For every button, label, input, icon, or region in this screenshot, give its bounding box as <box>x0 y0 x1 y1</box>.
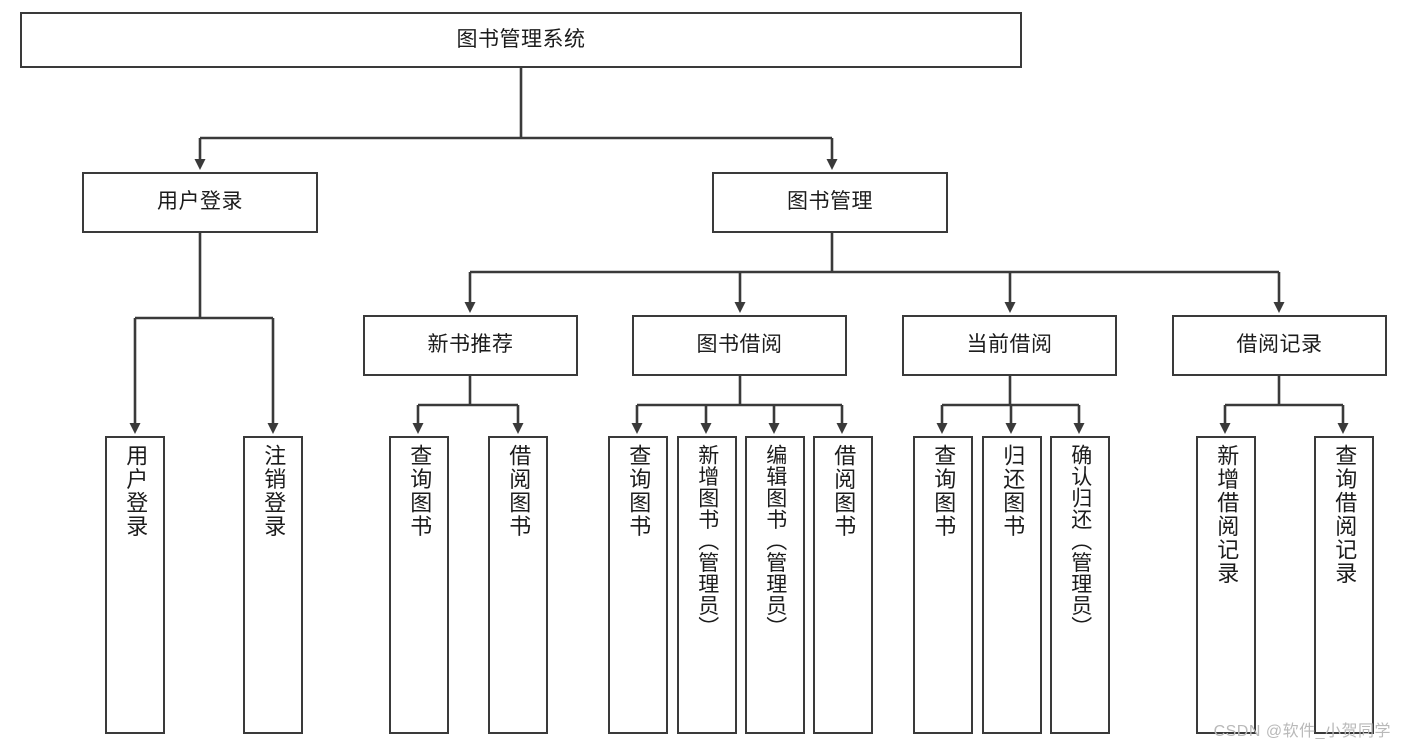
node-label: 新书推荐 <box>427 333 514 357</box>
node-borrow-records[interactable]: 借阅记录 <box>1172 315 1387 376</box>
node-book-borrow[interactable]: 图书借阅 <box>632 315 847 376</box>
leaf-query-book-recommend[interactable]: 查询图书 <box>389 436 449 734</box>
leaf-add-borrow-record[interactable]: 新增借阅记录 <box>1196 436 1256 734</box>
leaf-query-book-borrow[interactable]: 查询图书 <box>608 436 668 734</box>
node-label: 编辑图书（管理员） <box>763 444 787 638</box>
node-label: 图书管理系统 <box>456 27 586 51</box>
node-label: 图书管理 <box>787 190 873 214</box>
node-label: 归还图书 <box>1000 444 1026 538</box>
node-label: 借阅图书 <box>831 444 857 538</box>
node-label: 查询图书 <box>407 444 433 538</box>
node-label: 新增借阅记录 <box>1214 444 1240 585</box>
node-label: 查询图书 <box>931 444 957 538</box>
node-label: 确认归还（管理员） <box>1068 444 1092 638</box>
node-label: 当前借阅 <box>966 333 1053 357</box>
node-label: 用户登录 <box>123 444 149 538</box>
node-label: 借阅图书 <box>506 444 532 538</box>
leaf-borrow-book[interactable]: 借阅图书 <box>813 436 873 734</box>
node-current-borrow[interactable]: 当前借阅 <box>902 315 1117 376</box>
node-label: 用户登录 <box>157 190 243 214</box>
watermark-text: CSDN @软件_小贺同学 <box>1213 723 1391 740</box>
node-book-management[interactable]: 图书管理 <box>712 172 948 233</box>
node-label: 借阅记录 <box>1236 333 1323 357</box>
node-root-system[interactable]: 图书管理系统 <box>20 12 1022 68</box>
leaf-user-login[interactable]: 用户登录 <box>105 436 165 734</box>
node-label: 图书借阅 <box>696 333 783 357</box>
node-user-login[interactable]: 用户登录 <box>82 172 318 233</box>
leaf-query-borrow-record[interactable]: 查询借阅记录 <box>1314 436 1374 734</box>
leaf-query-book-current[interactable]: 查询图书 <box>913 436 973 734</box>
node-new-book-recommend[interactable]: 新书推荐 <box>363 315 578 376</box>
leaf-edit-book-admin[interactable]: 编辑图书（管理员） <box>745 436 805 734</box>
node-label: 注销登录 <box>261 444 287 538</box>
leaf-add-book-admin[interactable]: 新增图书（管理员） <box>677 436 737 734</box>
leaf-borrow-book-recommend[interactable]: 借阅图书 <box>488 436 548 734</box>
node-label: 查询图书 <box>626 444 652 538</box>
leaf-confirm-return-admin[interactable]: 确认归还（管理员） <box>1050 436 1110 734</box>
leaf-return-book[interactable]: 归还图书 <box>982 436 1042 734</box>
node-label: 查询借阅记录 <box>1332 444 1358 585</box>
node-label: 新增图书（管理员） <box>695 444 719 638</box>
leaf-logout[interactable]: 注销登录 <box>243 436 303 734</box>
